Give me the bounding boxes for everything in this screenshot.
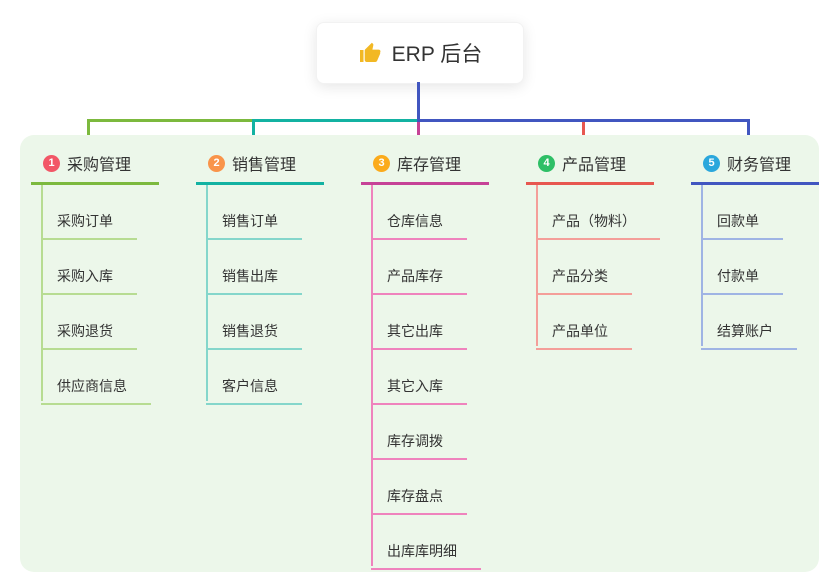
child-node[interactable]: 采购退货 [41, 321, 137, 350]
child-node-row: 客户信息 [206, 350, 346, 405]
root-node-label: ERP 后台 [391, 43, 483, 66]
child-node[interactable]: 其它出库 [371, 321, 467, 350]
child-node[interactable]: 采购订单 [41, 211, 137, 240]
child-node[interactable]: 销售退货 [206, 321, 302, 350]
branch-trunk-line [536, 185, 538, 346]
child-node-row: 采购订单 [41, 185, 181, 240]
branch-children: 销售订单销售出库销售退货客户信息 [196, 185, 346, 405]
bus-line-middle [252, 119, 420, 122]
branch-title[interactable]: 5 财务管理 [691, 148, 819, 185]
root-node[interactable]: ERP 后台 [316, 22, 524, 84]
child-node[interactable]: 仓库信息 [371, 211, 467, 240]
child-node-row: 其它入库 [371, 350, 511, 405]
child-node-row: 结算账户 [701, 295, 839, 350]
child-node[interactable]: 其它入库 [371, 376, 467, 405]
bus-line-left [87, 119, 255, 122]
child-node-row: 出库库明细 [371, 515, 511, 570]
child-node[interactable]: 供应商信息 [41, 376, 151, 405]
branch-number-badge: 2 [208, 154, 225, 172]
branch-title-label: 产品管理 [562, 157, 627, 174]
child-node-row: 产品分类 [536, 240, 676, 295]
child-node[interactable]: 产品（物料） [536, 211, 660, 240]
child-node-row: 仓库信息 [371, 185, 511, 240]
branch-title-label: 库存管理 [397, 157, 462, 174]
branch-trunk-line [206, 185, 208, 401]
branch-drop-line-5 [747, 119, 750, 150]
branches-background-panel [20, 135, 819, 572]
child-node-row: 库存调拨 [371, 405, 511, 460]
child-node[interactable]: 付款单 [701, 266, 783, 295]
child-node[interactable]: 销售出库 [206, 266, 302, 295]
branch-title-label: 销售管理 [232, 157, 297, 174]
branch-children: 回款单付款单结算账户 [691, 185, 839, 350]
child-node-row: 库存盘点 [371, 460, 511, 515]
branch-title-label: 采购管理 [67, 157, 132, 174]
child-node-row: 销售订单 [206, 185, 346, 240]
root-connector-line [417, 82, 420, 121]
child-node-row: 销售退货 [206, 295, 346, 350]
branch-number-badge: 3 [373, 154, 390, 172]
branch: 3 库存管理 仓库信息产品库存其它出库其它入库库存调拨库存盘点出库库明细 [361, 148, 511, 570]
child-node[interactable]: 产品库存 [371, 266, 467, 295]
branch-drop-line-1 [87, 119, 90, 150]
child-node[interactable]: 库存调拨 [371, 431, 467, 460]
child-node-row: 付款单 [701, 240, 839, 295]
branch-children: 采购订单采购入库采购退货供应商信息 [31, 185, 181, 405]
bus-line-right [417, 119, 750, 122]
child-node[interactable]: 产品单位 [536, 321, 632, 350]
child-node[interactable]: 产品分类 [536, 266, 632, 295]
branch-number-badge: 5 [703, 154, 720, 172]
thumbs-up-icon [359, 42, 381, 62]
child-node-row: 销售出库 [206, 240, 346, 295]
branch-trunk-line [371, 185, 373, 566]
branch-trunk-line [41, 185, 43, 401]
branch: 1 采购管理 采购订单采购入库采购退货供应商信息 [31, 148, 181, 405]
branch: 5 财务管理 回款单付款单结算账户 [691, 148, 839, 350]
branch-title[interactable]: 3 库存管理 [361, 148, 489, 185]
branch-number-badge: 4 [538, 154, 555, 172]
child-node-row: 产品单位 [536, 295, 676, 350]
child-node-row: 采购入库 [41, 240, 181, 295]
branch-title-label: 财务管理 [727, 157, 792, 174]
branch: 2 销售管理 销售订单销售出库销售退货客户信息 [196, 148, 346, 405]
child-node[interactable]: 采购入库 [41, 266, 137, 295]
branch-children: 仓库信息产品库存其它出库其它入库库存调拨库存盘点出库库明细 [361, 185, 511, 570]
child-node[interactable]: 结算账户 [701, 321, 797, 350]
child-node-row: 回款单 [701, 185, 839, 240]
child-node-row: 产品（物料） [536, 185, 676, 240]
child-node[interactable]: 出库库明细 [371, 541, 481, 570]
child-node-row: 其它出库 [371, 295, 511, 350]
child-node[interactable]: 库存盘点 [371, 486, 467, 515]
branch-title[interactable]: 1 采购管理 [31, 148, 159, 185]
branch-children: 产品（物料） 产品分类产品单位 [526, 185, 676, 350]
branch-number-badge: 1 [43, 154, 60, 172]
child-node[interactable]: 回款单 [701, 211, 783, 240]
thumbs-up-icon-path [359, 42, 381, 62]
branch-title[interactable]: 2 销售管理 [196, 148, 324, 185]
child-node[interactable]: 客户信息 [206, 376, 302, 405]
branch-title[interactable]: 4 产品管理 [526, 148, 654, 185]
branch-drop-line-2 [252, 119, 255, 150]
branch-trunk-line [701, 185, 703, 346]
child-node-row: 采购退货 [41, 295, 181, 350]
child-node-row: 供应商信息 [41, 350, 181, 405]
branch: 4 产品管理 产品（物料） 产品分类产品单位 [526, 148, 676, 350]
child-node[interactable]: 销售订单 [206, 211, 302, 240]
child-node-row: 产品库存 [371, 240, 511, 295]
